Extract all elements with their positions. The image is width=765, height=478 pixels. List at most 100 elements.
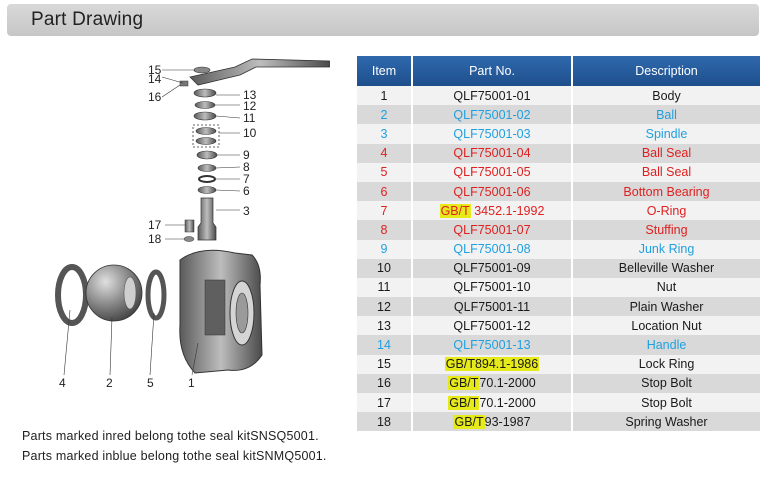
standard-highlight: GB/T894.1-1986 (444, 357, 540, 372)
cell-item: 1 (357, 86, 413, 106)
part-number-text: QLF75001-08 (453, 242, 531, 257)
cell-item: 9 (357, 239, 413, 259)
part-number-text: QLF75001-12 (453, 318, 531, 333)
cell-item: 15 (357, 354, 413, 374)
note-blue: Parts marked inblue belong tothe seal ki… (22, 449, 327, 463)
cell-part-no: GB/T93-1987 (412, 412, 573, 432)
cell-description: Ball Seal (572, 162, 760, 182)
ball-seal-left-shape (55, 264, 89, 326)
part-number-text: QLF75001-04 (453, 146, 531, 161)
cell-description: Junk Ring (572, 239, 760, 259)
cell-part-no: GB/T70.1-2000 (412, 393, 573, 413)
part-number-text: QLF75001-03 (453, 126, 531, 141)
cell-description: Stop Bolt (572, 373, 760, 393)
cell-description: Bottom Bearing (572, 181, 760, 202)
table-row: 15 GB/T894.1-1986 Lock Ring (357, 354, 760, 374)
part-number-text: QLF75001-01 (453, 88, 531, 103)
cell-part-no: QLF75001-05 (412, 162, 573, 182)
cell-item: 7 (357, 201, 413, 221)
cell-item: 3 (357, 124, 413, 144)
cell-item: 6 (357, 181, 413, 202)
callout-14: 14 (148, 72, 162, 86)
callout-17: 17 (148, 218, 162, 232)
ball-seal-right-shape (145, 269, 167, 321)
cell-description: Stop Bolt (572, 393, 760, 413)
standard-highlight: GB/T (448, 395, 480, 410)
cell-item: 13 (357, 316, 413, 336)
cell-description: Body (572, 86, 760, 106)
cell-part-no: GB/T894.1-1986 (412, 354, 573, 374)
cell-item: 12 (357, 297, 413, 317)
table-row: 1 QLF75001-01 Body (357, 86, 760, 106)
callout-16: 16 (148, 90, 162, 104)
table-row: 2 QLF75001-02 Ball (357, 105, 760, 125)
standard-highlight: GB/T (439, 203, 471, 218)
part-number-text: QLF75001-10 (453, 280, 531, 295)
cell-item: 18 (357, 412, 413, 432)
cell-part-no: GB/T70.1-2000 (412, 373, 573, 393)
callout-15: 15 (148, 63, 162, 77)
callout-8: 8 (243, 160, 250, 174)
cell-item: 10 (357, 258, 413, 278)
col-item: Item (357, 56, 413, 86)
part-number-text: QLF75001-02 (453, 107, 531, 122)
callout-1: 1 (188, 376, 195, 390)
cell-item: 16 (357, 373, 413, 393)
part-number-text: QLF75001-13 (453, 338, 531, 353)
cell-description: Lock Ring (572, 354, 760, 374)
part-number-text: 70.1-2000 (479, 376, 536, 391)
cell-description: Stuffing (572, 220, 760, 240)
callout-2: 2 (106, 376, 113, 390)
handle-shape (189, 58, 330, 86)
cell-item: 2 (357, 105, 413, 125)
cell-item: 8 (357, 220, 413, 240)
table-row: 11 QLF75001-10 Nut (357, 277, 760, 298)
col-description: Description (572, 56, 760, 86)
callout-9: 9 (243, 148, 250, 162)
cell-item: 17 (357, 393, 413, 413)
cell-part-no: QLF75001-10 (412, 277, 573, 298)
junk-ring-box (192, 124, 220, 148)
table-row: 6 QLF75001-06 Bottom Bearing (357, 181, 760, 202)
cell-description: Spring Washer (572, 412, 760, 432)
stop-bolt-2-shape (184, 219, 195, 233)
stop-bolt-shape (179, 80, 189, 87)
cell-part-no: QLF75001-01 (412, 86, 573, 106)
callout-4: 4 (59, 376, 66, 390)
cell-part-no: QLF75001-03 (412, 124, 573, 144)
cell-description: Location Nut (572, 316, 760, 336)
part-number-text: QLF75001-06 (453, 184, 531, 199)
cell-part-no: QLF75001-09 (412, 258, 573, 278)
cell-description: Spindle (572, 124, 760, 144)
cell-description: Nut (572, 277, 760, 298)
cell-part-no: QLF75001-11 (412, 297, 573, 317)
spindle-shape (197, 197, 217, 241)
callout-18: 18 (148, 232, 162, 246)
cell-description: Ball Seal (572, 143, 760, 163)
part-number-text: QLF75001-09 (453, 261, 531, 276)
cell-part-no: GB/T 3452.1-1992 (412, 201, 573, 221)
cell-part-no: QLF75001-06 (412, 181, 573, 202)
lock-ring-shape (193, 66, 211, 74)
cell-part-no: QLF75001-12 (412, 316, 573, 336)
callout-6: 6 (243, 184, 250, 198)
seal-kit-notes: Parts marked inred belong tothe seal kit… (22, 426, 327, 466)
cell-description: Ball (572, 105, 760, 125)
cell-part-no: QLF75001-04 (412, 143, 573, 163)
cell-item: 11 (357, 277, 413, 298)
part-number-text: 70.1-2000 (479, 395, 536, 410)
callout-10: 10 (243, 126, 257, 140)
part-number-text: 93-1987 (484, 414, 531, 429)
note-red: Parts marked inred belong tothe seal kit… (22, 429, 319, 443)
callout-11: 11 (243, 111, 256, 125)
callout-12: 12 (243, 99, 257, 113)
cell-description: Plain Washer (572, 297, 760, 317)
cell-part-no: QLF75001-13 (412, 335, 573, 355)
